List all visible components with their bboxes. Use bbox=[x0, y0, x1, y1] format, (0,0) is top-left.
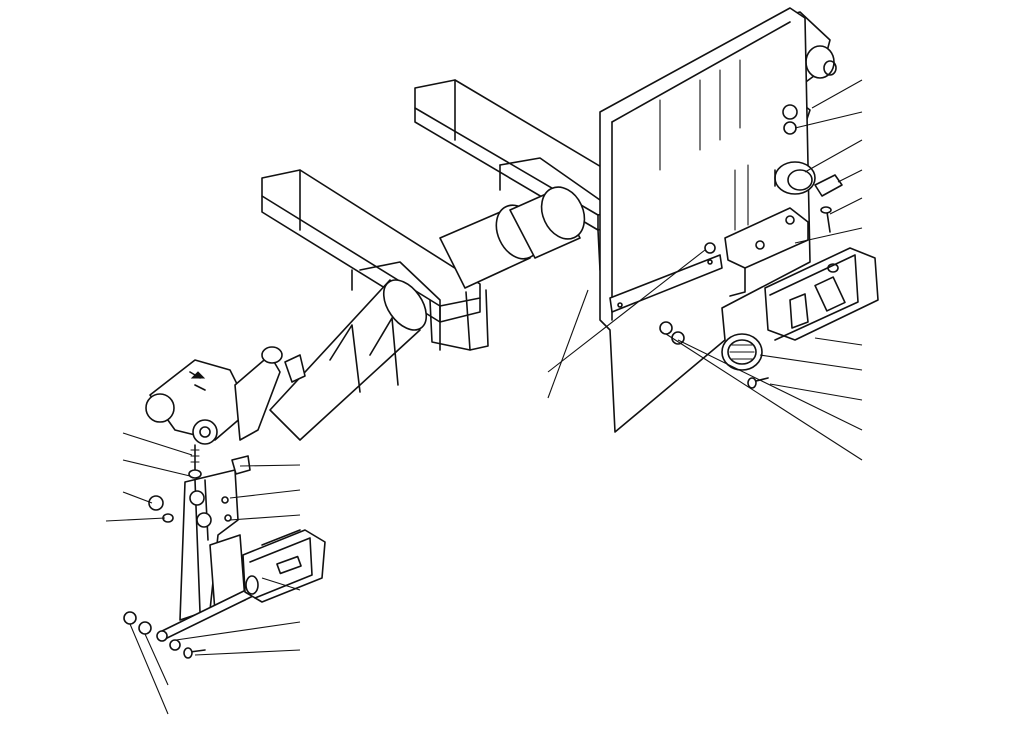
left-lamp bbox=[242, 529, 326, 603]
leader-r-7 bbox=[814, 337, 863, 346]
leader-left-3 bbox=[122, 491, 153, 504]
leader-r-5 bbox=[829, 197, 863, 215]
callout-leaders-right bbox=[547, 79, 863, 461]
leader-r-4 bbox=[837, 169, 863, 183]
left-light-bracket bbox=[148, 444, 254, 641]
leader-bottom-1 bbox=[129, 623, 169, 715]
leader-right-e bbox=[175, 621, 301, 641]
leader-center-1 bbox=[547, 289, 589, 399]
leader-right-a bbox=[239, 464, 301, 467]
leader-r-9 bbox=[769, 383, 863, 401]
leader-left-1 bbox=[122, 432, 193, 456]
right-lamp-assembly bbox=[659, 104, 879, 389]
left-spring-hanger bbox=[145, 346, 306, 445]
leader-right-f bbox=[194, 649, 301, 656]
leader-r-2 bbox=[794, 111, 863, 129]
leader-right-b bbox=[229, 489, 301, 499]
leader-r-6 bbox=[794, 227, 863, 244]
leader-left-2 bbox=[122, 459, 191, 477]
callout-leaders-left bbox=[105, 432, 301, 715]
leader-r-1 bbox=[811, 79, 863, 109]
leader-bottom-2 bbox=[144, 633, 169, 686]
right-mounting-plate bbox=[599, 7, 811, 433]
leader-r-10 bbox=[677, 339, 863, 431]
leader-right-c bbox=[229, 514, 301, 521]
leader-right-d bbox=[261, 577, 301, 591]
leader-r-8 bbox=[759, 354, 863, 371]
leader-left-4 bbox=[105, 517, 166, 522]
leader-center-2 bbox=[547, 249, 706, 373]
leader-r-3 bbox=[804, 139, 863, 173]
leader-r-11 bbox=[665, 333, 863, 461]
